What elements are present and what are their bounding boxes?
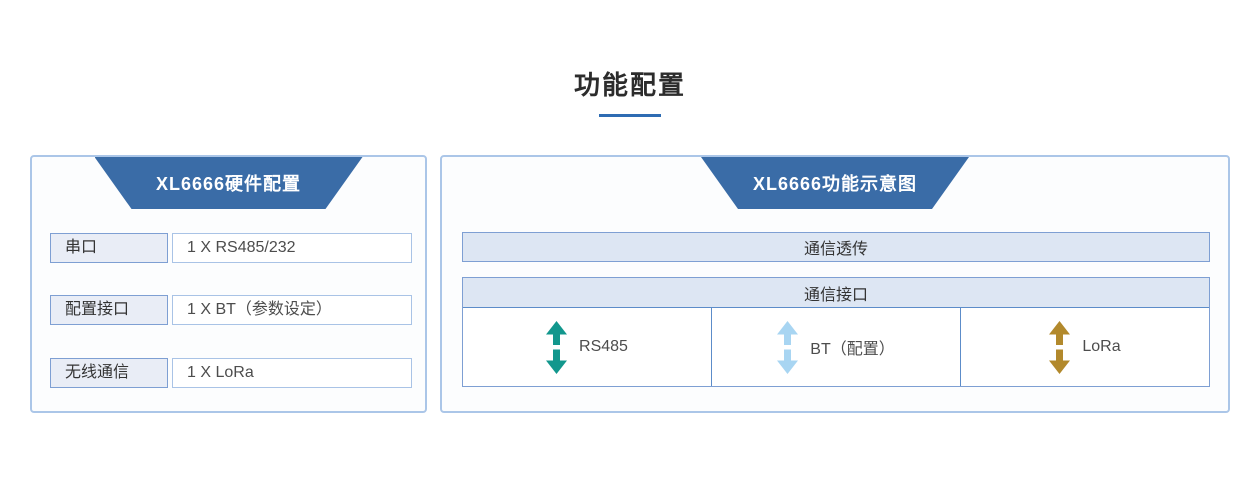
interface-cell-label: BT（配置） bbox=[810, 341, 895, 358]
updown-arrow-icon bbox=[1049, 320, 1071, 374]
hardware-row-label: 无线通信 bbox=[50, 358, 168, 388]
hardware-row-wireless: 无线通信 1 X LoRa bbox=[50, 358, 412, 388]
interface-cell-rs485: RS485 bbox=[463, 308, 711, 386]
page-title: 功能配置 bbox=[573, 70, 686, 100]
hardware-config-header-label: XL6666硬件配置 bbox=[155, 174, 302, 194]
title-underline bbox=[599, 114, 661, 118]
hardware-row-serial: 串口 1 X RS485/232 bbox=[50, 233, 412, 263]
function-diagram-header-banner: XL6666功能示意图 bbox=[701, 157, 969, 209]
communication-interface-table: 通信接口 RS485 BT（配置） bbox=[462, 277, 1210, 387]
interface-cell-label: RS485 bbox=[579, 338, 628, 355]
hardware-config-header-banner: XL6666硬件配置 bbox=[95, 157, 363, 209]
interface-cell-bt: BT（配置） bbox=[711, 308, 960, 386]
hardware-row-value: 1 X LoRa bbox=[172, 358, 412, 388]
page-title-block: 功能配置 bbox=[0, 70, 1260, 118]
communication-interface-table-body: RS485 BT（配置） LoRa bbox=[463, 308, 1209, 386]
updown-arrow-icon bbox=[777, 320, 799, 374]
hardware-config-panel: XL6666硬件配置 串口 1 X RS485/232 配置接口 1 X BT（… bbox=[30, 155, 427, 413]
hardware-row-value: 1 X BT（参数设定） bbox=[172, 295, 412, 325]
transparent-transmission-bar: 通信透传 bbox=[462, 232, 1210, 262]
interface-cell-lora: LoRa bbox=[960, 308, 1209, 386]
hardware-row-value: 1 X RS485/232 bbox=[172, 233, 412, 263]
hardware-row-label: 配置接口 bbox=[50, 295, 168, 325]
communication-interface-table-header: 通信接口 bbox=[463, 278, 1209, 308]
updown-arrow-icon bbox=[546, 320, 568, 374]
hardware-row-label: 串口 bbox=[50, 233, 168, 263]
hardware-row-config-interface: 配置接口 1 X BT（参数设定） bbox=[50, 295, 412, 325]
function-diagram-panel: XL6666功能示意图 通信透传 通信接口 RS485 bbox=[440, 155, 1230, 413]
function-diagram-header-label: XL6666功能示意图 bbox=[752, 174, 918, 194]
interface-cell-label: LoRa bbox=[1082, 338, 1121, 355]
